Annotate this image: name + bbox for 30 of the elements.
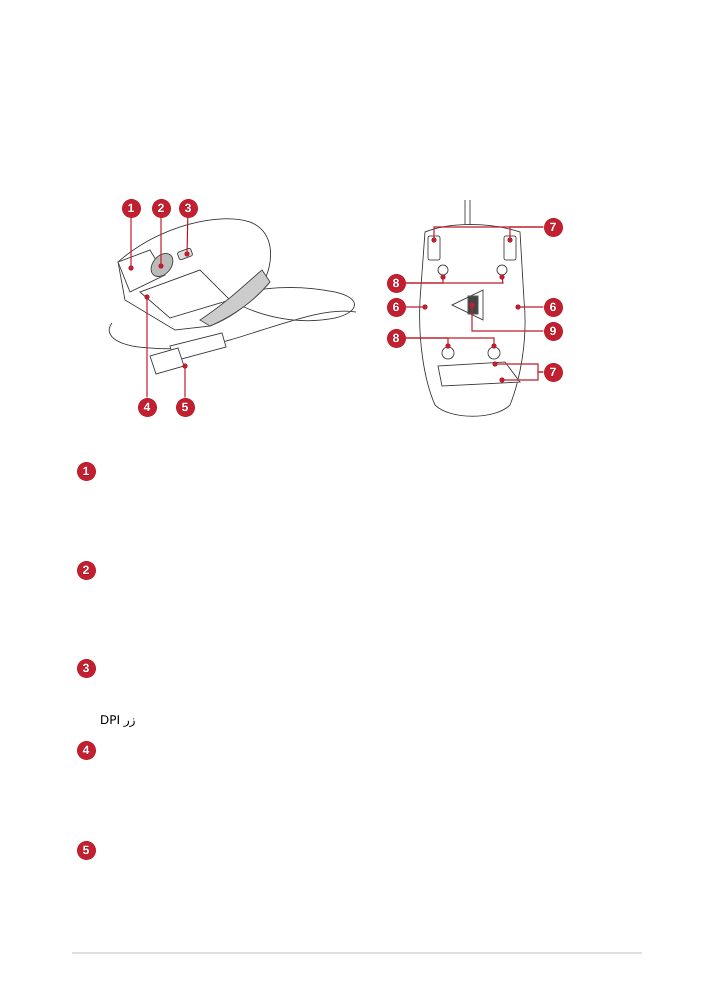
callout-number: 4: [138, 398, 156, 416]
leader-line: [406, 304, 428, 310]
callout-number: 5: [76, 840, 96, 860]
leader-line: [406, 274, 446, 284]
callout-number: 1: [76, 462, 96, 480]
leader-line: [128, 218, 134, 271]
callout-number: 2: [152, 198, 170, 218]
leader-line: [499, 371, 544, 383]
leader-line: [469, 302, 544, 332]
callout-number: 4: [76, 740, 96, 760]
callout-number: 9: [544, 322, 562, 340]
callout-number: 1: [122, 198, 140, 218]
leader-line: [182, 363, 188, 398]
leader-line: [184, 217, 190, 257]
callout-number: 5: [176, 398, 194, 416]
callout-number: 6: [386, 298, 406, 316]
leader-line: [158, 218, 164, 269]
leader-line: [406, 337, 497, 349]
callout-number: 2: [76, 560, 96, 580]
callout-number: 3: [76, 658, 96, 678]
callout-number: 7: [544, 362, 562, 382]
leader-line: [515, 304, 544, 310]
callout-number: 6: [544, 298, 562, 316]
label-text: زر DPI: [100, 713, 136, 727]
callout-number: 3: [178, 198, 198, 218]
leader-line: [431, 226, 544, 243]
callout-number: 8: [386, 274, 406, 292]
leader-line: [144, 294, 150, 398]
callout-number: 7: [544, 218, 562, 236]
callout-number: 8: [386, 328, 406, 348]
